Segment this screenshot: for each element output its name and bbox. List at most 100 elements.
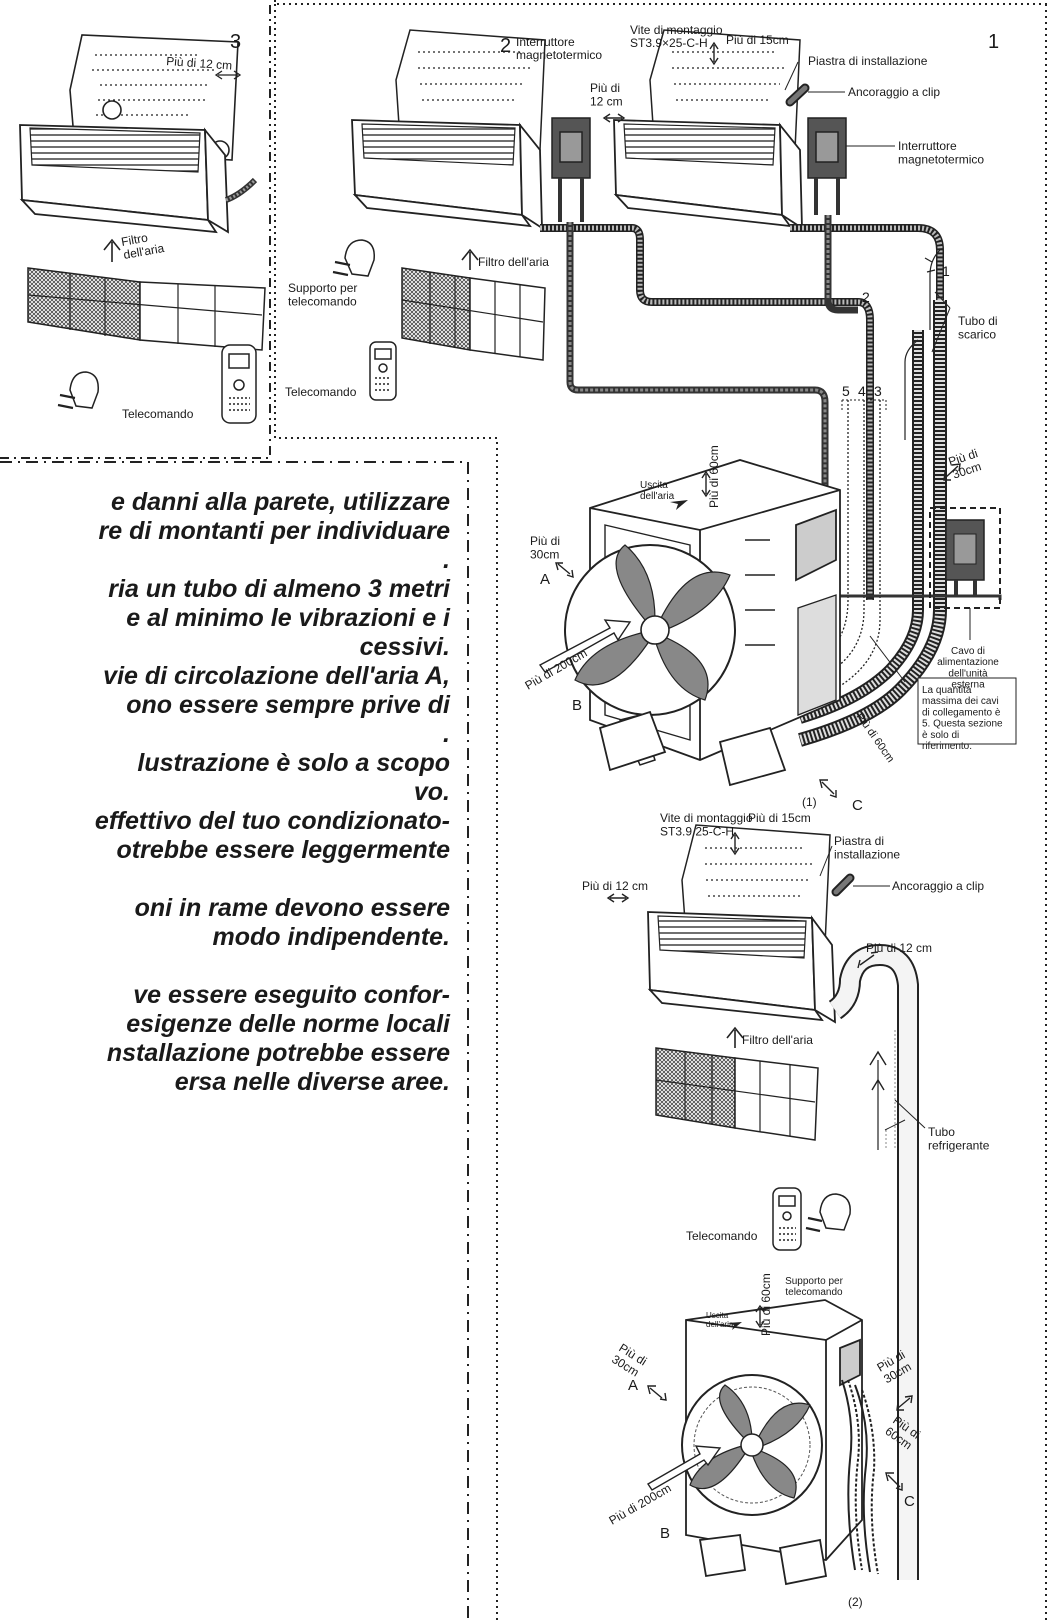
note-line: ono essere sempre prive di bbox=[126, 691, 450, 719]
note-line: nstallazione potrebbe essere bbox=[106, 1039, 450, 1067]
panel1-border-top bbox=[274, 0, 1051, 5]
p2-clip-label: Ancoraggio a clip bbox=[892, 879, 984, 893]
p1-filter-label: Filtro dell'aria bbox=[478, 255, 549, 269]
p1-200-arrow bbox=[538, 619, 632, 673]
p1-letter-b: B bbox=[572, 697, 582, 714]
p2-air-filter bbox=[655, 1047, 819, 1141]
note-line: . bbox=[443, 720, 450, 748]
p2-clear-30-left-label: Più di30cm bbox=[609, 1341, 649, 1380]
p3-filter-label: Filtro dell'aria bbox=[120, 228, 165, 262]
p1-cable-3: 3 bbox=[874, 383, 882, 399]
p1-clear-60-bottom-label: Più di 60cm bbox=[854, 711, 897, 765]
p1-plate-label: Piastra di installazione bbox=[808, 54, 928, 68]
note-line: re di montanti per individuare bbox=[98, 517, 450, 545]
p1-drain-leader bbox=[931, 291, 951, 353]
p1-clear-30-right-label: Più di30cm bbox=[947, 446, 984, 481]
p2-refrigerant-pipe bbox=[828, 943, 919, 1580]
p2-clip-anchor bbox=[831, 873, 890, 897]
p2-refrigerant-leader bbox=[894, 1099, 926, 1129]
p1-outdoor-unit bbox=[564, 459, 841, 787]
p2-clear-right-label: Più di 12 cm bbox=[866, 941, 932, 955]
note-line: vie di circolazione dell'aria A, bbox=[103, 662, 450, 690]
p2-letter-c: C bbox=[904, 1493, 915, 1510]
p1-outdoor-breaker bbox=[929, 507, 1001, 609]
p3-indoor-unit bbox=[19, 124, 258, 234]
note-line bbox=[0, 952, 450, 981]
p1-breaker-number: 2 bbox=[500, 35, 511, 57]
p3-filter-arrow bbox=[103, 238, 121, 262]
p1-holder-icon bbox=[332, 239, 375, 277]
p1-number: 1 bbox=[988, 31, 999, 53]
p1-clear-60-label: Più di 60cm bbox=[707, 445, 721, 508]
note-line: effettivo del tuo condizionato- bbox=[94, 807, 450, 835]
p1-note-box bbox=[917, 677, 1017, 745]
p2-filter-arrow bbox=[726, 1026, 744, 1048]
p3-air-filter bbox=[27, 267, 266, 351]
p2-caption: (2) bbox=[848, 1595, 863, 1609]
p1-clip-anchor bbox=[785, 83, 845, 107]
p2-cable-bundle bbox=[841, 1379, 879, 1575]
p1-cable-4: 4 bbox=[858, 383, 866, 399]
p2-clear-top-label: Più di 15cm bbox=[748, 811, 811, 825]
p1-indoor-unit-left bbox=[351, 29, 546, 230]
p2-outlet-arrow bbox=[727, 1322, 742, 1330]
note-line: ria un tubo di almeno 3 metri bbox=[108, 575, 450, 603]
p3-clearance-arrow bbox=[214, 70, 242, 80]
p2-fan-blades bbox=[689, 1384, 811, 1499]
p1-plate-leader bbox=[784, 61, 799, 91]
p1-letter-a: A bbox=[540, 571, 550, 588]
p3-clearance-label: Più di 12 cm bbox=[166, 54, 233, 73]
p3-remote-label: Telecomando bbox=[122, 407, 194, 421]
p1-outlet-arrow bbox=[670, 500, 688, 510]
note-line bbox=[0, 865, 450, 894]
panel3: 3 Più di 12 cm Filtro dell'aria Telecoma… bbox=[19, 31, 266, 424]
p1-caption: (1) bbox=[802, 795, 817, 809]
p2-holder-icon bbox=[805, 1193, 851, 1233]
p2-200-arrow bbox=[647, 1445, 722, 1491]
notes-border bbox=[0, 461, 469, 1620]
p1-cable-5: 5 bbox=[842, 383, 850, 399]
note-line: lustrazione è solo a scopo bbox=[137, 749, 450, 777]
p1-remote-icon bbox=[369, 341, 397, 401]
note-line: esigenze delle norme locali bbox=[126, 1010, 450, 1038]
p1-refrigerant-lines bbox=[540, 215, 1002, 747]
p2-outdoor-unit bbox=[681, 1299, 863, 1586]
note-line: otrebbe essere leggermente bbox=[116, 836, 450, 864]
p3-number: 3 bbox=[230, 31, 241, 53]
panel3-border bbox=[0, 0, 271, 459]
note-line: cessivi. bbox=[359, 633, 450, 661]
p2-letter-a: A bbox=[628, 1377, 638, 1394]
note-line: oni in rame devono essere bbox=[134, 894, 450, 922]
p1-breaker-left bbox=[551, 117, 591, 222]
p2-clear-60-label: Più di 60cm bbox=[759, 1273, 773, 1336]
p1-fan-blades bbox=[574, 544, 731, 701]
note-line: vo. bbox=[413, 778, 450, 806]
p1-air-filter bbox=[401, 267, 546, 361]
p1-remote-label: Telecomando bbox=[285, 385, 357, 399]
p2-remote-icon bbox=[772, 1187, 802, 1251]
p3-holder-icon bbox=[57, 371, 99, 410]
p2-indoor-unit bbox=[647, 824, 836, 1024]
p1-letter-c: C bbox=[852, 797, 863, 814]
p1-screw-label: Vite di montaggio ST3.9×25-C-H bbox=[630, 23, 726, 50]
p1-clip-label: Ancoraggio a clip bbox=[848, 85, 940, 99]
p2-letter-b: B bbox=[660, 1525, 670, 1542]
p1-filter-arrow bbox=[461, 248, 479, 270]
note-line: . bbox=[443, 546, 450, 574]
note-line: e danni alla parete, utilizzare bbox=[110, 488, 450, 516]
panel1-border-left bbox=[274, 4, 498, 1620]
p1-pipe-1-label: 1 bbox=[942, 263, 950, 279]
p1-note-leader bbox=[869, 635, 906, 683]
